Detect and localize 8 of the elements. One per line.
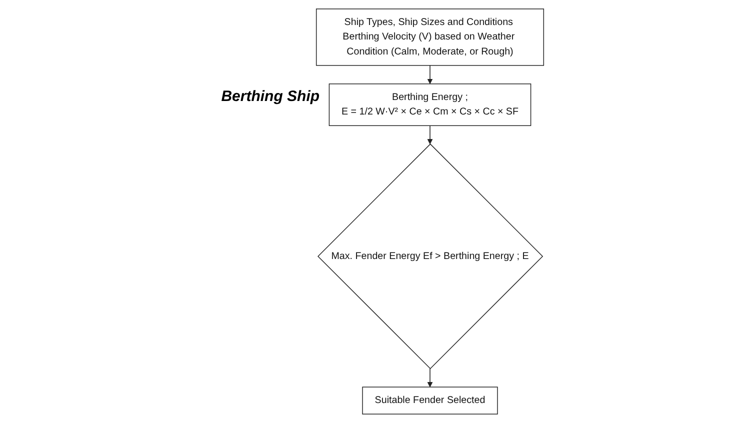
arrow bbox=[427, 125, 433, 144]
side-caption: Berthing Ship bbox=[221, 88, 320, 105]
arrow bbox=[427, 65, 433, 84]
node-box bbox=[362, 386, 498, 414]
node-diamond bbox=[318, 144, 544, 370]
node-box bbox=[328, 84, 532, 126]
node-box bbox=[316, 8, 544, 66]
arrow bbox=[427, 368, 433, 388]
